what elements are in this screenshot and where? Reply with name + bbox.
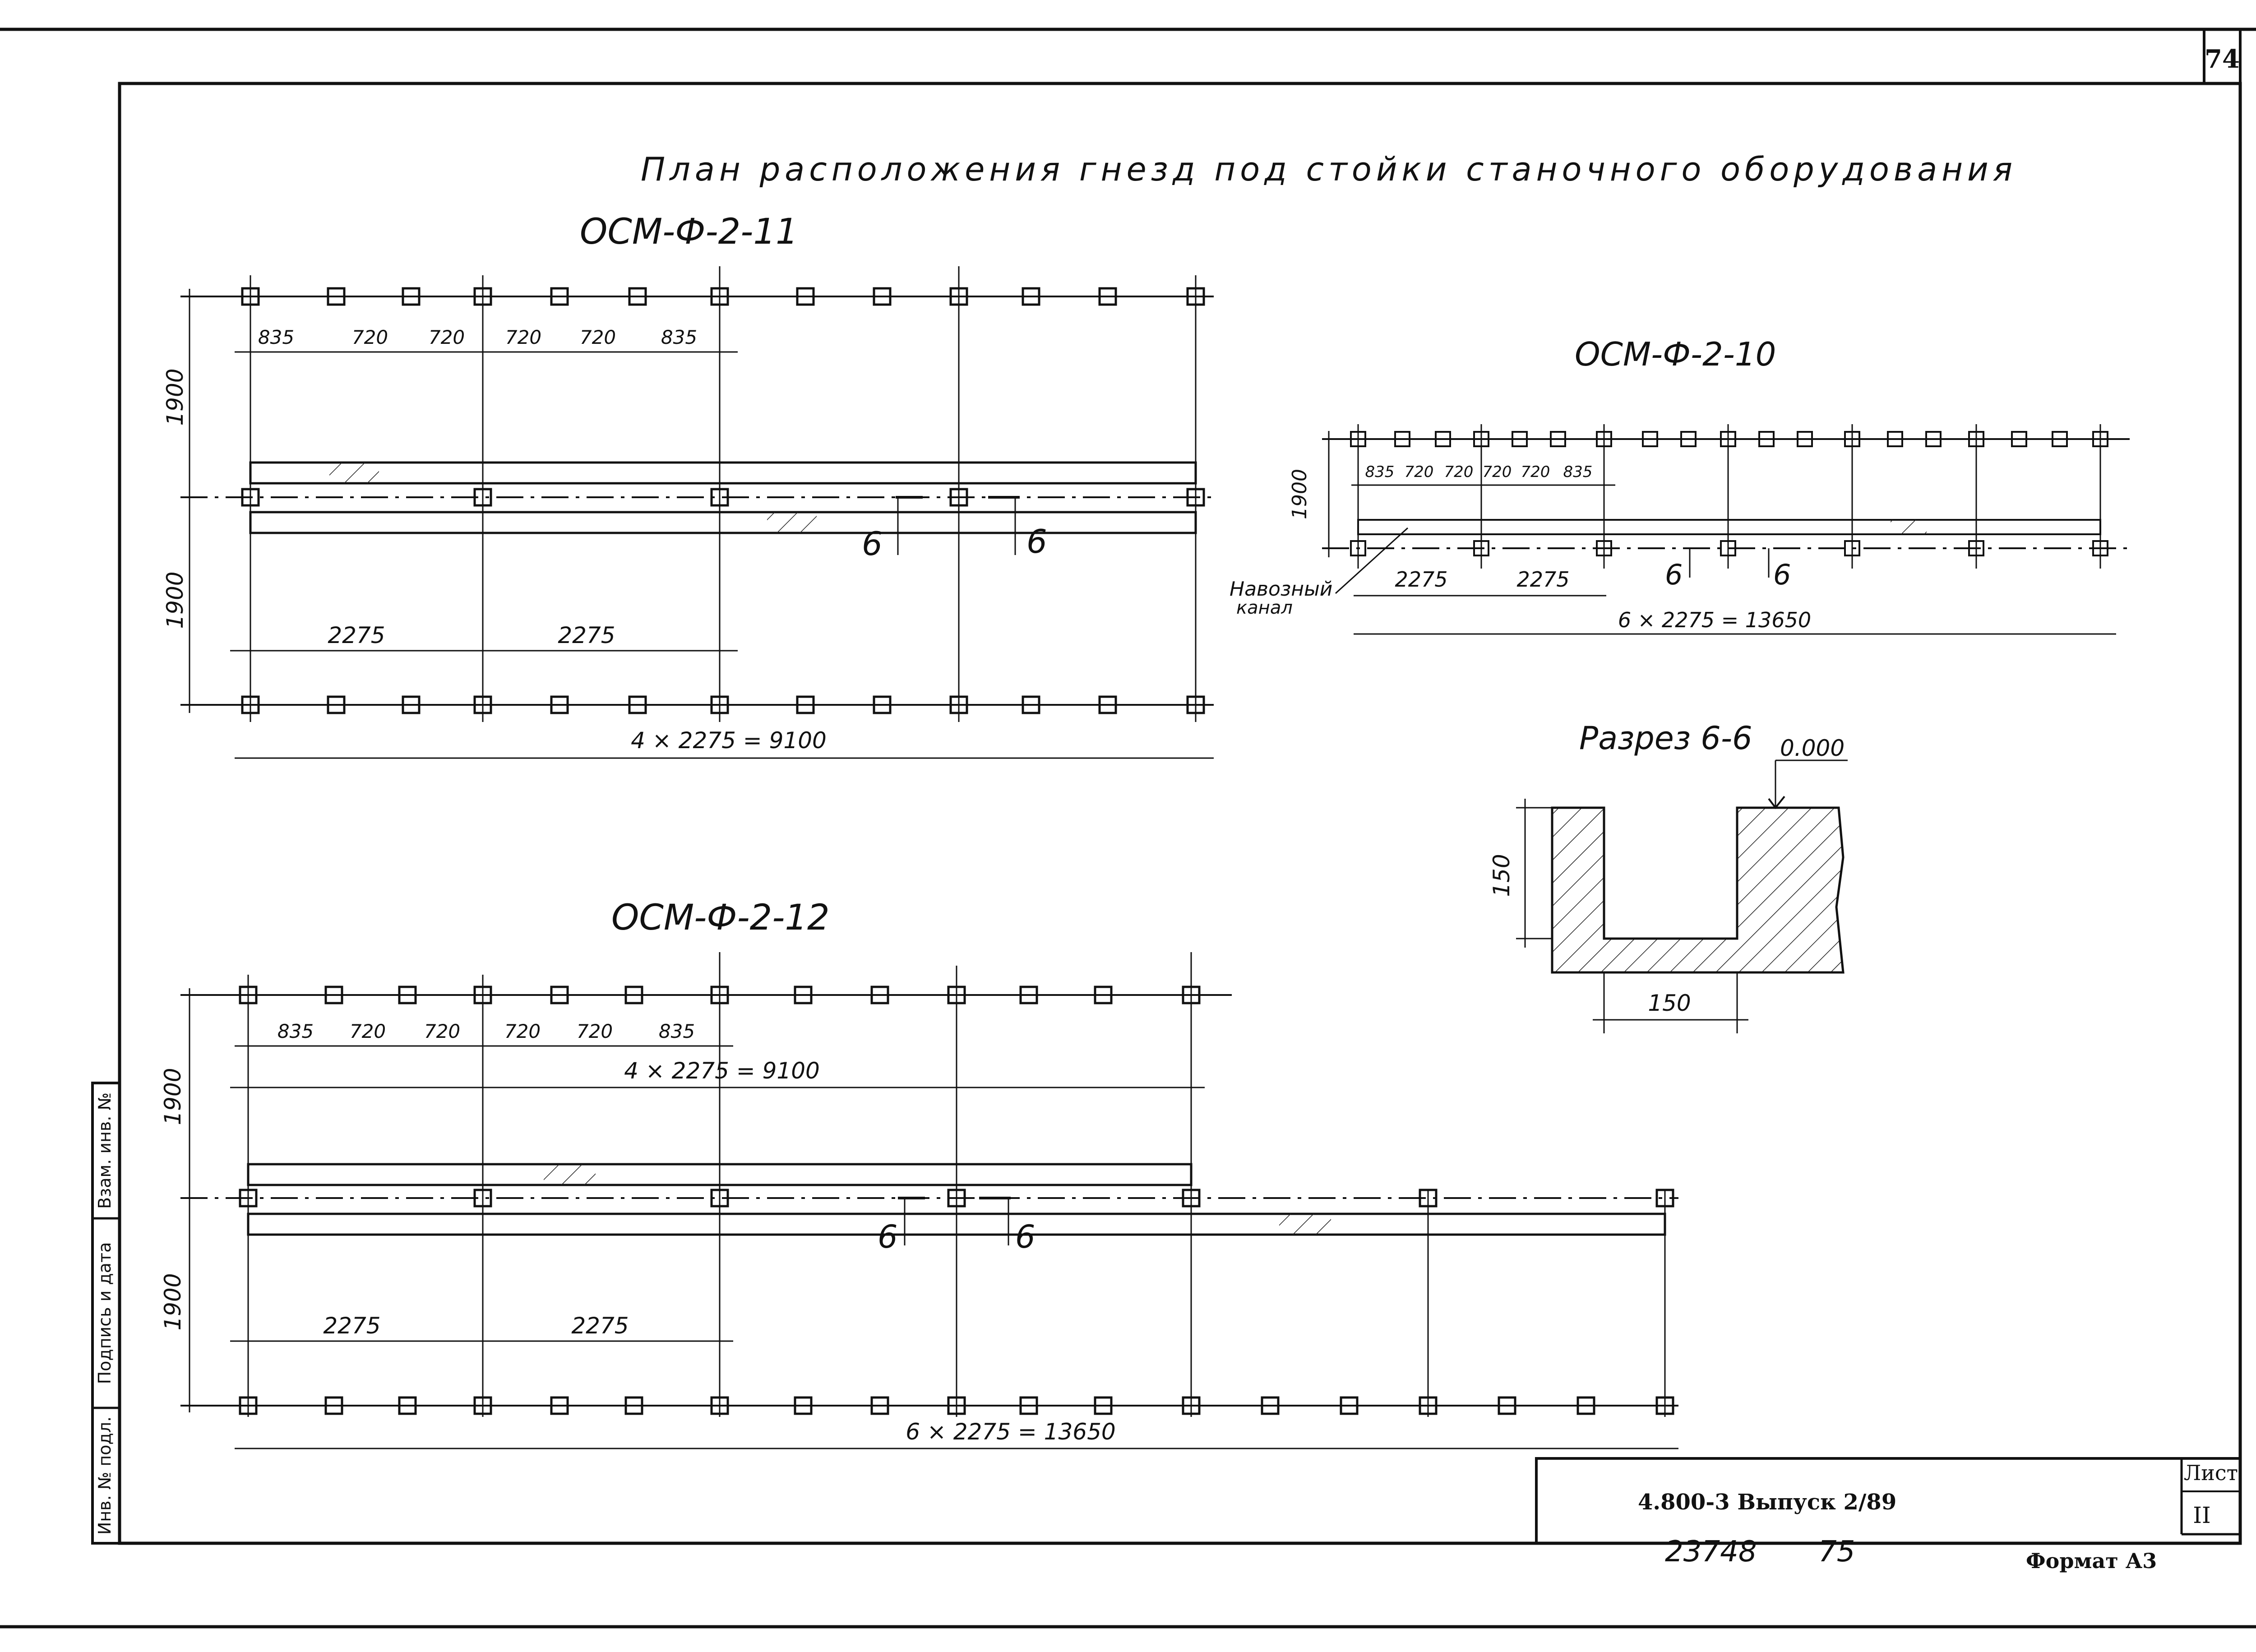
socket-row-bottom: [241, 695, 1205, 714]
socket-row-top: [241, 287, 1205, 306]
dim-top-5: 720: [1521, 463, 1550, 481]
dim-bay-2: 2275: [1516, 567, 1569, 592]
dim-bay-2: 2275: [571, 1313, 629, 1339]
manure-channel: [247, 1163, 1666, 1236]
dim-row-2: 1900: [162, 571, 188, 629]
side-stamp: Инв. № подл. Подпись и дата Взам. инв. №: [91, 1082, 121, 1545]
socket-row-bottom: [1350, 540, 2108, 556]
dim-row-1: 1900: [1288, 469, 1311, 519]
dim-row-2: 1900: [160, 1273, 186, 1330]
dim-row-1: 1900: [162, 368, 188, 426]
channel-label-line-1: Навозный: [1230, 578, 1332, 601]
section-mark-right: 6: [1026, 523, 1047, 560]
axis-lines: [250, 266, 1197, 722]
dim-top-3: 720: [429, 326, 465, 348]
dim-bay-1: 2275: [1395, 567, 1447, 592]
dimensions: 835 720 720 720 720 835 2275 2275 4 × 22…: [162, 289, 1214, 759]
plan-label: ОСМ-Ф-2-12: [611, 898, 830, 938]
plan-osm-12: ОСМ-Ф-2-12: [160, 898, 1678, 1449]
page-number: 74: [2205, 44, 2240, 74]
dim-top-3: 720: [1444, 463, 1474, 481]
dimensions: 835 720 720 720 720 835 2275 2275 6 × 22…: [1288, 431, 2116, 635]
socket-row-middle: [241, 488, 1205, 507]
section-mark-right: 6: [1015, 1218, 1036, 1255]
plan-osm-10: ОСМ-Ф-2-10: [1230, 335, 2130, 635]
section-dimensions: 150 150: [1489, 799, 1748, 1033]
section-depth: 150: [1489, 854, 1515, 897]
dim-bay-1: 2275: [323, 1313, 380, 1339]
dim-top-2: 720: [350, 1020, 386, 1042]
dim-top-1: 835: [277, 1020, 314, 1042]
page-number-box: 74: [2203, 28, 2242, 85]
manure-channel: [249, 461, 1197, 534]
sheet-label: Лист: [2184, 1461, 2238, 1485]
section-mark-left: 6: [862, 525, 883, 563]
dim-top-6: 835: [1563, 463, 1593, 481]
dim-top-6: 835: [661, 326, 697, 348]
dim-top-4: 720: [1483, 463, 1512, 481]
archive-page: 75: [1818, 1535, 1855, 1569]
plan-label: ОСМ-Ф-2-10: [1575, 335, 1776, 373]
dim-top-5: 720: [580, 326, 616, 348]
sheet-title: План расположения гнезд под стойки стано…: [641, 150, 2012, 188]
plan-label: ОСМ-Ф-2-11: [580, 212, 798, 252]
sheet-number: II: [2193, 1502, 2211, 1528]
section-6-6: Разрез 6-6 0.000 150 150: [1489, 720, 1848, 1033]
dim-top-2: 720: [1405, 463, 1434, 481]
stamp-signature-date: Подпись и дата: [95, 1242, 115, 1384]
plan-osm-11: ОСМ-Ф-2-11: [162, 212, 1214, 759]
section-width: 150: [1648, 990, 1691, 1016]
doc-code: 4.800-3 Выпуск 2/89: [1638, 1490, 1896, 1515]
dim-top-6: 835: [659, 1020, 695, 1042]
section-cut-marks: 6 6: [862, 496, 1047, 563]
axis-lines: [1357, 424, 2101, 569]
dim-overall: 6 × 2275 = 13650: [906, 1419, 1115, 1445]
dim-row-1: 1900: [160, 1068, 186, 1125]
socket-row-top: [239, 986, 1201, 1004]
dim-bay-2: 2275: [558, 622, 615, 648]
socket-rows: [180, 266, 1214, 722]
dim-top-4: 720: [504, 1020, 541, 1042]
section-label: Разрез 6-6: [1579, 720, 1752, 757]
socket-row-top: [1350, 431, 2108, 447]
paper-format: Формат А3: [2026, 1549, 2157, 1573]
sheet-frame: [0, 28, 2256, 1629]
manure-channel: Навозный канал: [1230, 519, 2101, 618]
section-cut-marks: 6 6: [1665, 548, 1791, 591]
socket-row-bottom: [239, 1396, 1674, 1415]
dim-top-3: 720: [424, 1020, 460, 1042]
channel-label-line-2: канал: [1236, 597, 1293, 618]
stamp-replaced-inventory: Взам. инв. №: [95, 1092, 115, 1209]
section-body: [1551, 806, 1845, 974]
section-mark-right: 6: [1773, 558, 1791, 591]
dim-top-2: 720: [352, 326, 388, 348]
stamp-inventory-number: Инв. № подл.: [95, 1416, 115, 1535]
dim-overall: 6 × 2275 = 13650: [1618, 608, 1811, 632]
dim-bay-1: 2275: [328, 622, 385, 648]
section-mark-left: 6: [1665, 558, 1683, 591]
archive-number: 23748: [1665, 1535, 1757, 1569]
section-cut-marks: 6 6: [878, 1197, 1036, 1255]
dim-overall: 4 × 2275 = 9100: [631, 727, 827, 754]
elevation-mark: 0.000: [1780, 735, 1845, 761]
dim-top-4: 720: [505, 326, 541, 348]
dim-top-1: 835: [258, 326, 294, 348]
dimensions: 835 720 720 720 720 835 4 × 2275 = 9100 …: [160, 988, 1678, 1449]
section-mark-left: 6: [878, 1218, 898, 1255]
dim-overall-top: 4 × 2275 = 9100: [624, 1058, 820, 1084]
socket-rows: [1322, 424, 2130, 569]
socket-row-middle: [239, 1189, 1674, 1208]
dim-top-5: 720: [577, 1020, 613, 1042]
dim-top-1: 835: [1365, 463, 1395, 481]
title-block: 4.800-3 Выпуск 2/89 Лист II 23748 75 Фор…: [1535, 1457, 2240, 1573]
